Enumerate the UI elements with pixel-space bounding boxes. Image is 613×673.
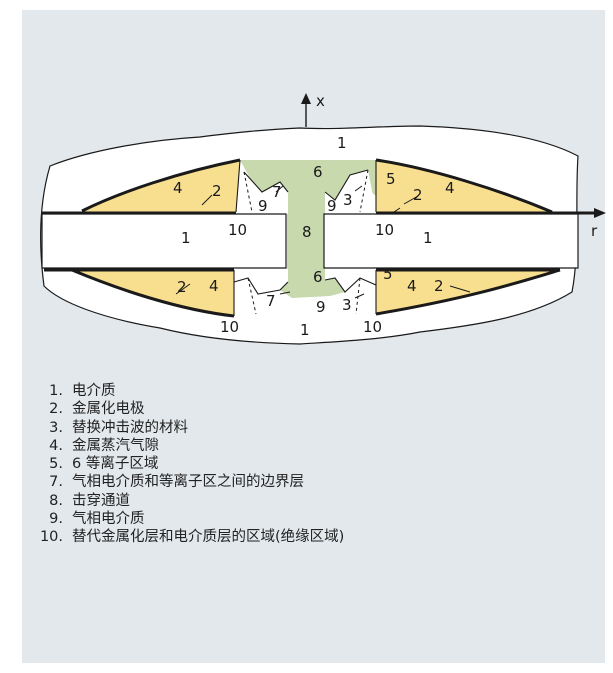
metal-vapor-gap-bottom-left bbox=[72, 270, 234, 316]
label-7-top: 7 bbox=[272, 183, 282, 201]
metallized-electrodes bbox=[42, 158, 594, 318]
label-1-left: 1 bbox=[181, 229, 191, 247]
legend-number: 3. bbox=[49, 419, 63, 436]
label-2-top-left: 2 bbox=[212, 182, 222, 200]
legend-text: 气相电介质和等离子区之间的边界层 bbox=[72, 474, 304, 491]
label-6-bottom: 6 bbox=[313, 268, 323, 286]
legend-text: 气相电介质 bbox=[72, 511, 145, 528]
legend-item: 9. 气相电介质 bbox=[37, 510, 597, 528]
label-5-bottom: 5 bbox=[383, 265, 393, 283]
legend-number: 7. bbox=[49, 474, 63, 491]
label-9-top-left: 9 bbox=[258, 197, 268, 215]
label-9-bottom: 9 bbox=[316, 298, 326, 316]
label-10-top-right: 10 bbox=[375, 221, 394, 239]
electrode-right bbox=[323, 213, 579, 269]
label-1-right: 1 bbox=[423, 229, 433, 247]
label-4-top-left: 4 bbox=[173, 179, 183, 197]
breakdown-channel bbox=[287, 214, 323, 269]
metal-vapor-gap-top-right bbox=[376, 160, 552, 212]
axis-x-label: x bbox=[316, 92, 325, 110]
legend-text: 金属化电极 bbox=[72, 401, 145, 418]
legend-text: 击穿通道 bbox=[72, 492, 130, 509]
label-9-top-right: 9 bbox=[327, 197, 337, 215]
legend-number: 4. bbox=[49, 437, 63, 454]
legend-text: 替换冲击波的材料 bbox=[72, 419, 188, 436]
gas-pocket-top-left bbox=[240, 172, 288, 212]
legend-item: 7. 气相电介质和等离子区之间的边界层 bbox=[37, 473, 597, 491]
legend-item: 4. 金属蒸汽气隙 bbox=[37, 437, 597, 455]
legend-item: 2. 金属化电极 bbox=[37, 400, 597, 418]
boundary-layer-dashes bbox=[243, 169, 369, 315]
legend-number: 8. bbox=[49, 492, 63, 509]
axis-r bbox=[594, 208, 606, 218]
legend-item: 1. 电介质 bbox=[37, 382, 597, 400]
label-4-bottom-right: 4 bbox=[407, 277, 417, 295]
label-1-top: 1 bbox=[337, 134, 347, 152]
legend-number: 5. bbox=[49, 456, 63, 473]
boundary-outlines bbox=[233, 159, 377, 316]
label-1-bottom: 1 bbox=[300, 321, 310, 339]
legend-number: 9. bbox=[49, 511, 63, 528]
label-3-top: 3 bbox=[343, 191, 353, 209]
legend-text: 电介质 bbox=[72, 383, 116, 399]
legend-item: 5. 6 等离子区域 bbox=[37, 455, 597, 473]
axis-x bbox=[301, 93, 311, 127]
legend-text: 6 等离子区域 bbox=[72, 456, 159, 473]
label-8: 8 bbox=[302, 223, 312, 241]
label-5-top: 5 bbox=[386, 170, 396, 188]
gas-pocket-bottom bbox=[234, 278, 376, 318]
label-3-bottom: 3 bbox=[342, 296, 352, 314]
label-6-top: 6 bbox=[313, 163, 323, 181]
label-4-bottom-left: 4 bbox=[209, 277, 219, 295]
label-2-bottom-left: 2 bbox=[177, 278, 187, 296]
metal-vapor-gap-top-left bbox=[82, 160, 240, 212]
legend-text: 替代金属化层和电介质层的区域(绝缘区域) bbox=[72, 529, 345, 546]
legend: 1. 电介质 2. 金属化电极 3. 替换冲击波的材料 4. 金属蒸汽气隙 5. 6 等离… bbox=[37, 382, 597, 547]
label-10-top-left: 10 bbox=[228, 221, 247, 239]
leader-lines bbox=[175, 185, 471, 299]
legend-number: 2. bbox=[49, 401, 63, 418]
legend-text: 金属蒸汽气隙 bbox=[72, 437, 159, 454]
legend-number: 1. bbox=[49, 383, 63, 399]
label-10-bottom-right: 10 bbox=[363, 318, 382, 336]
label-10-bottom-left: 10 bbox=[220, 318, 239, 336]
metal-vapor-gap-bottom-right bbox=[376, 270, 560, 314]
label-2-bottom-right: 2 bbox=[434, 277, 444, 295]
label-4-top-right: 4 bbox=[445, 179, 455, 197]
axis-r-label: r bbox=[591, 222, 598, 240]
label-2-top-right: 2 bbox=[413, 186, 423, 204]
legend-item: 10. 替代金属化层和电介质层的区域(绝缘区域) bbox=[37, 528, 597, 546]
legend-number: 10. bbox=[39, 529, 63, 546]
legend-item: 8. 击穿通道 bbox=[37, 492, 597, 510]
electrode-left bbox=[41, 213, 287, 269]
legend-item: 3. 替换冲击波的材料 bbox=[37, 419, 597, 437]
gas-pocket-top-right bbox=[325, 170, 376, 212]
label-7-bottom: 7 bbox=[266, 292, 276, 310]
